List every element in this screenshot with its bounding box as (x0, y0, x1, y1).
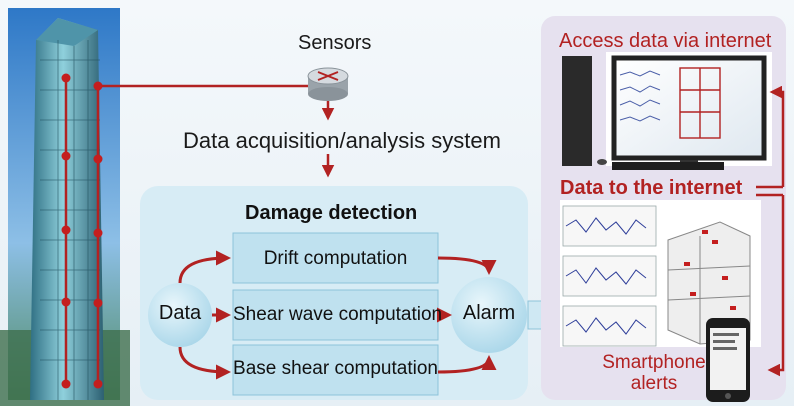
drift-computation-label: Drift computation (263, 248, 408, 269)
alarm-node-label: Alarm (462, 302, 516, 324)
smartphone-icon (706, 318, 750, 402)
sensor-icon (307, 67, 349, 101)
data-acquisition-label: Data acquisition/analysis system (183, 128, 501, 153)
damage-flow-arrows (178, 250, 497, 380)
sensors-label: Sensors (298, 32, 372, 54)
shear-wave-computation-label: Shear wave computation (233, 304, 443, 325)
damage-detection-title: Damage detection (245, 202, 418, 224)
data-to-internet-label: Data to the internet (560, 177, 743, 199)
internet-arrows (756, 85, 785, 377)
drift-box (232, 232, 439, 284)
smartphone-alerts-label: Smartphone alerts (602, 352, 706, 394)
access-data-label: Access data via internet (559, 30, 772, 52)
sensor-markers (61, 73, 103, 389)
shear-wave-box (232, 289, 439, 341)
data-node (148, 283, 212, 347)
base-shear-computation-label: Base shear computation (233, 358, 438, 379)
computer-monitor-icon (562, 52, 772, 170)
structure-chart-image (560, 200, 761, 347)
alarm-node (451, 277, 527, 353)
data-node-label: Data (158, 302, 202, 324)
base-shear-box (232, 344, 439, 396)
